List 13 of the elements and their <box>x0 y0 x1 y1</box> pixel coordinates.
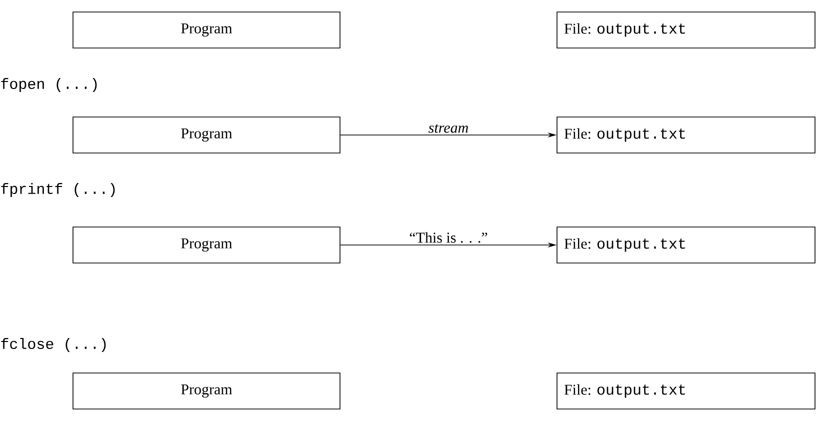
file-box: File: output.txt <box>556 372 816 410</box>
file-box: File: output.txt <box>556 12 816 48</box>
function-call: fclose (...) <box>1 338 106 352</box>
function-call: fprintf (...) <box>1 183 115 197</box>
program-box: Program <box>72 372 340 410</box>
edge-label: “This is . . .” <box>410 232 488 243</box>
program-box: Program <box>72 116 340 154</box>
program-box: Program <box>72 226 340 264</box>
edge-label: stream <box>428 124 468 133</box>
file-box: File: output.txt <box>556 226 816 264</box>
file-box: File: output.txt <box>556 116 816 154</box>
program-box: Program <box>72 12 340 48</box>
function-call: fopen (...) <box>1 78 97 92</box>
